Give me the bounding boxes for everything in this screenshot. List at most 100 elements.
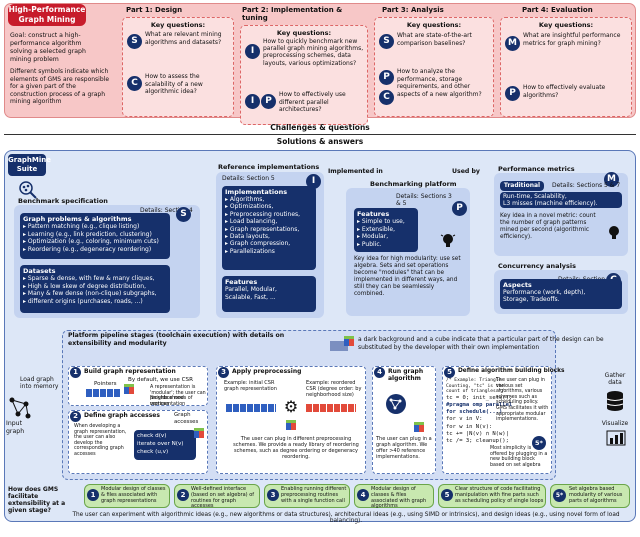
- perf-metrics-label: Performance metrics: [498, 165, 575, 173]
- list-item: Graph representations,: [225, 226, 313, 233]
- implementations-box: Implementations Algorithms, Optimization…: [222, 186, 316, 270]
- badge-p-icon: P: [261, 94, 276, 109]
- stage-3-note: The user can plug in different preproces…: [233, 436, 359, 460]
- stage-1-badge: 1: [70, 367, 81, 378]
- code-block: /* Example: Triangle Counting, "tc" is t…: [446, 378, 516, 445]
- divider-line: [4, 134, 636, 135]
- list-item: Extensible,: [357, 226, 415, 234]
- symbols-text: Different symbols indicate which element…: [10, 68, 110, 105]
- suite-title: GraphMine Suite: [8, 154, 51, 176]
- stage-1-pointers: Pointers: [94, 381, 117, 387]
- list-item: Graph compression,: [225, 240, 313, 247]
- solutions-label: Solutions & answers: [276, 137, 364, 146]
- question-1: How to quickly benchmark new parallel gr…: [263, 38, 364, 67]
- question-2: How to analyze the performance, storage …: [397, 68, 482, 98]
- platform-features-list: Simple to use, Extensible, Modular, Publ…: [357, 218, 415, 248]
- badge-p-icon: P: [505, 86, 520, 101]
- stage-2-graph-accesses: Graph accesses: [174, 412, 199, 425]
- badge-s-icon: S: [127, 34, 142, 49]
- badge-c-icon: C: [127, 76, 142, 91]
- facilitate-card: 5* Set algebra based modularity of vario…: [550, 484, 630, 508]
- bench-platform-label: Benchmarking platform: [370, 180, 457, 188]
- stage-1-neighborhoods: Neighborhoods of vertices: [150, 396, 193, 407]
- cube-icon: [124, 384, 134, 394]
- csr-array-icon: [226, 404, 276, 412]
- graph-problems-box: Graph problems & algorithms Pattern matc…: [20, 213, 170, 259]
- list-item: Parallelizations: [225, 248, 313, 255]
- list-item: Scalability,: [534, 193, 567, 200]
- list-item: Pattern matching (e.g., clique listing): [23, 223, 167, 231]
- badge-s-icon: S: [379, 34, 394, 49]
- facilitate-badge: 3: [267, 489, 279, 501]
- access-item: check d(v): [137, 433, 167, 439]
- question-2: How to effectively evaluate algorithms?: [523, 84, 606, 99]
- key-questions-label: Key questions:: [538, 21, 594, 29]
- facilitate-card: 4 Modular design of classes & files asso…: [354, 484, 434, 509]
- facilitate-text: Set algebra based modularity of various …: [569, 486, 623, 504]
- key-idea-platform: Key idea for high modularity: use set al…: [354, 256, 461, 297]
- part-3: Part 3: Analysis Key questions: S What a…: [374, 6, 494, 117]
- list-item: different origins (purchases, roads, ...…: [23, 298, 167, 306]
- facilitate-card: 3 Enabling running different preprocessi…: [264, 484, 350, 508]
- list-item: Preprocessing routines,: [225, 211, 313, 218]
- access-item: iterate over N(v): [137, 441, 184, 447]
- part-1: Part 1: Design Key questions: S What are…: [122, 6, 234, 117]
- question-1: What are insightful performance metrics …: [523, 32, 621, 47]
- stage-3-ex2: Example: reordered CSR (degree order: by…: [306, 380, 362, 398]
- details-s57: Details: Sections 5 & 7: [552, 182, 621, 189]
- database-icon: [606, 390, 624, 412]
- features-box: Features Parallel, Modular, Scalable, Fa…: [222, 276, 316, 312]
- stage-5: [442, 366, 552, 474]
- list-item: Public.: [357, 241, 415, 249]
- list-item: Optimization (e.g., coloring, minimum cu…: [23, 238, 167, 246]
- list-item: Performance (work, depth),: [503, 289, 586, 296]
- features-list: Parallel, Modular, Scalable, Fast, ...: [225, 286, 313, 301]
- badge-m-icon: M: [505, 36, 520, 51]
- question-1: What are state-of-the-art comparison bas…: [397, 32, 472, 47]
- part-title: Part 3: Analysis: [382, 6, 444, 14]
- part-2: Part 2: Implementation & tuning Key ques…: [240, 6, 368, 125]
- graph-problems-title: Graph problems & algorithms: [23, 215, 132, 223]
- stage-5-star-badge: 5*: [532, 436, 546, 450]
- graph-search-icon: [18, 180, 38, 200]
- cube-legend-text: a dark background and a cube indicate th…: [358, 336, 604, 351]
- details-s35: Details: Sections 3 & 5: [396, 193, 452, 207]
- list-item: Sparse & dense, with few & many cliques,: [23, 275, 167, 283]
- gather-data-label: Gather data: [604, 372, 626, 386]
- facilitate-card: 1 Modular design of classes & files asso…: [84, 484, 170, 508]
- stage-5-badge: 5: [444, 367, 455, 378]
- details-s4: Details: Section 4: [140, 207, 193, 214]
- list-item: Parallel,: [225, 286, 249, 293]
- list-item: Modular,: [357, 233, 415, 241]
- bench-spec-label: Benchmark specification: [18, 197, 108, 205]
- graph-run-icon: [384, 392, 408, 416]
- cube-icon: [414, 422, 424, 432]
- key-idea-metric: Key idea in a novel metric: count the nu…: [500, 213, 596, 240]
- graph-problems-list: Pattern matching (e.g., clique listing) …: [23, 223, 167, 253]
- stage-2-badge: 2: [70, 411, 81, 422]
- question-2: How to assess the scalability of a new a…: [145, 73, 203, 95]
- check-access-box: check d(v) iterate over N(v) check (u,v): [134, 430, 196, 460]
- datasets-box: Datasets Sparse & dense, with few & many…: [20, 265, 170, 313]
- key-questions-label: Key questions:: [406, 21, 462, 29]
- challenges-label: Challenges & questions: [270, 123, 370, 132]
- list-item: Data layouts,: [225, 233, 313, 240]
- code-line: /* Example: Triangle Counting, "tc" is t…: [446, 378, 505, 395]
- goal-line: performance algorithm: [10, 40, 82, 47]
- list-item: Learning (e.g., link prediction, cluster…: [23, 231, 167, 239]
- lightbulb-icon: [606, 224, 622, 242]
- badge-p-icon: P: [379, 70, 394, 85]
- details-s5: Details: Section 5: [222, 175, 275, 182]
- code-line: tc = 0; init_sets();: [446, 394, 513, 401]
- aspects-title: Aspects: [503, 281, 532, 289]
- aspects-box: Aspects Performance (work, depth), Stora…: [500, 279, 622, 309]
- list-item: Run-time,: [503, 193, 533, 200]
- list-item: Modular,: [250, 286, 277, 293]
- platform-features-title: Features: [357, 210, 390, 218]
- facilitate-text: Clear structure of code facilitating man…: [455, 486, 544, 504]
- list-item: High & low skew of degree distribution,: [23, 283, 167, 291]
- stage-1-note: A representation is 'modular'; the user …: [150, 385, 206, 407]
- cube-icon: [344, 336, 354, 346]
- goal-line: solving a selected graph: [10, 48, 86, 55]
- list-item: L3 misses (machine efficiency).: [503, 200, 598, 207]
